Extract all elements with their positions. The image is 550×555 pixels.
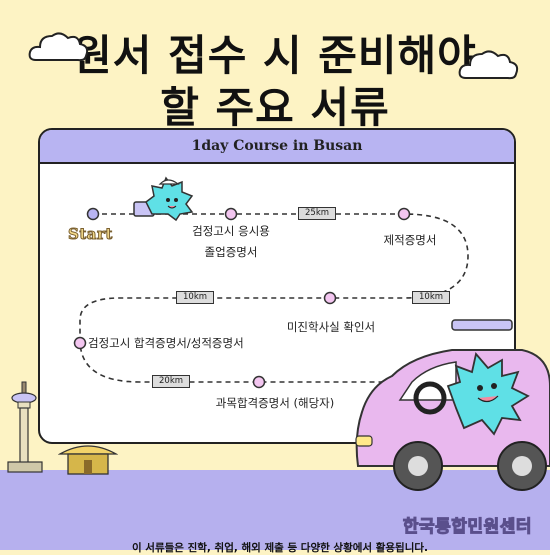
- stop-label-2: 제적증명서: [383, 233, 437, 247]
- mascot-icon: [133, 176, 194, 222]
- car-icon: [355, 319, 550, 491]
- temple-icon: [58, 445, 118, 475]
- tower-icon: [7, 381, 43, 473]
- distance-badge-3: 10km: [412, 291, 451, 304]
- card-header: 1day Course in Busan: [40, 130, 514, 164]
- distance-badge-2: 10km: [176, 291, 215, 304]
- cloud-icon-left: [28, 32, 89, 62]
- distance-badge-1: 25km: [298, 207, 337, 220]
- stop-label-3: 미진학사실 확인서: [286, 320, 376, 334]
- start-label: Start: [68, 225, 113, 244]
- distance-badge-4: 20km: [152, 375, 191, 388]
- stop-label-4: 검정고시 합격증명서/성적증명서: [88, 336, 244, 350]
- stop-label-1: 검정고시 응시용 졸업증명서: [192, 224, 270, 259]
- stop-label-5: 과목합격증명서 (해당자): [215, 396, 335, 410]
- cloud-icon-right: [458, 50, 519, 80]
- brand-logo-text: 한국통합민원센터: [402, 517, 532, 538]
- footnote-text: 이 서류들은 진학, 취업, 해외 제출 등 다양한 상황에서 활용됩니다.: [131, 542, 429, 554]
- page-title-line1: 원서 접수 시 준비해야: [73, 31, 477, 80]
- bottom-band: [0, 470, 550, 550]
- page-title-line2: 할 주요 서류: [160, 83, 390, 132]
